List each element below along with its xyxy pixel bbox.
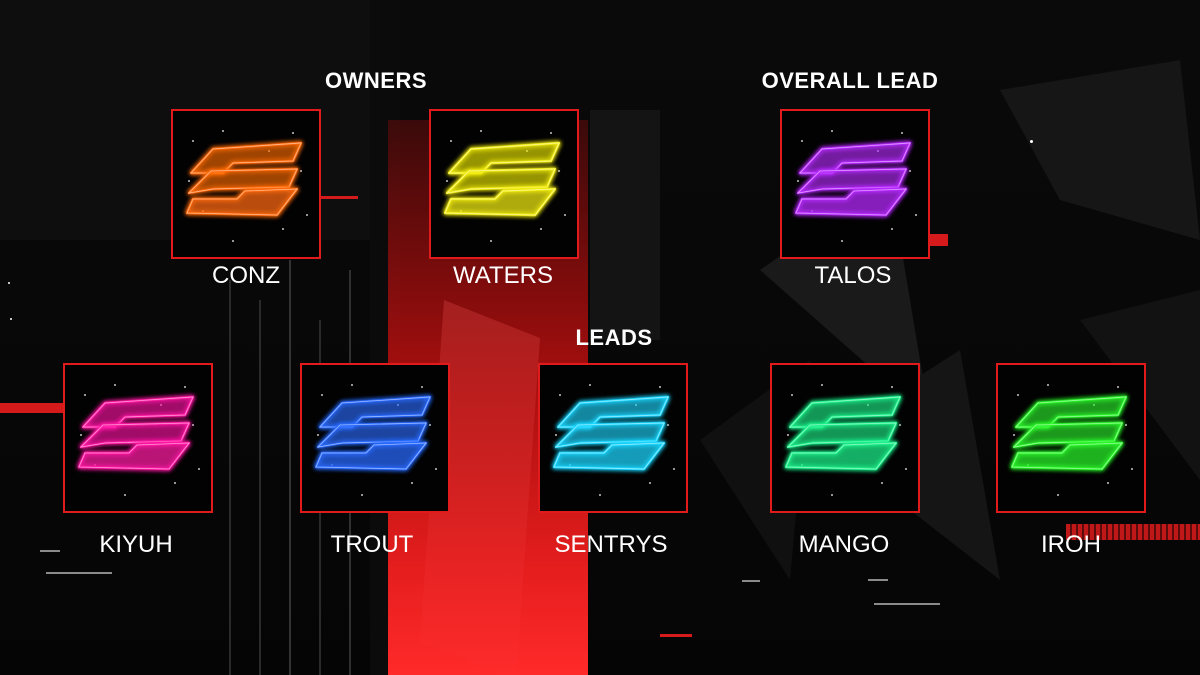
member-card-conz[interactable] xyxy=(171,109,321,259)
accent-line xyxy=(742,580,760,582)
team-logo-icon xyxy=(77,384,200,496)
heading-overall-lead: OVERALL LEAD xyxy=(761,68,939,93)
member-card-trout[interactable] xyxy=(300,363,450,513)
accent-line xyxy=(868,579,888,581)
member-card-mango[interactable] xyxy=(770,363,920,513)
accent-line xyxy=(40,550,60,552)
member-card-kiyuh[interactable] xyxy=(63,363,213,513)
team-logo-icon xyxy=(1010,384,1133,496)
accent-bar xyxy=(928,234,948,246)
star-dot xyxy=(8,282,10,284)
star-dot xyxy=(1030,140,1033,143)
member-name: MANGO xyxy=(798,531,890,558)
member-name: KIYUH xyxy=(99,531,173,558)
team-logo-icon xyxy=(185,130,308,242)
accent-bar xyxy=(1066,524,1200,540)
member-name: IROH xyxy=(1041,531,1101,558)
accent-bar xyxy=(0,403,64,413)
member-card-sentrys[interactable] xyxy=(538,363,688,513)
member-card-talos[interactable] xyxy=(780,109,930,259)
member-name: WATERS xyxy=(453,262,553,289)
heading-leads: LEADS xyxy=(575,325,653,350)
team-logo-icon xyxy=(794,130,917,242)
accent-bar xyxy=(660,634,692,637)
member-name: TALOS xyxy=(814,262,892,289)
team-logo-icon xyxy=(552,384,675,496)
member-name: TROUT xyxy=(330,531,414,558)
team-logo-icon xyxy=(443,130,566,242)
team-logo-icon xyxy=(314,384,437,496)
team-logo-icon xyxy=(784,384,907,496)
heading-owners: OWNERS xyxy=(325,68,427,93)
member-card-iroh[interactable] xyxy=(996,363,1146,513)
member-name: SENTRYS xyxy=(554,531,668,558)
accent-bar xyxy=(318,196,358,199)
background-panel-center xyxy=(590,110,660,340)
member-card-waters[interactable] xyxy=(429,109,579,259)
accent-line xyxy=(46,572,112,574)
member-name: CONZ xyxy=(212,262,280,289)
star-dot xyxy=(10,318,12,320)
accent-line xyxy=(874,603,940,605)
